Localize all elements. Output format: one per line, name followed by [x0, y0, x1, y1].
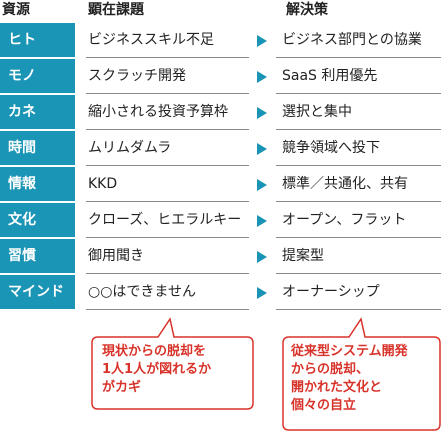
left-callout-text: 現状からの脱却を 1人1人が図れるか がカギ	[102, 344, 212, 395]
issue-cell: ○○はできません	[86, 275, 249, 310]
issue-cell: 縮小される投資予算枠	[86, 95, 249, 130]
arrow-right-icon	[257, 215, 267, 227]
arrow-right-icon	[257, 35, 267, 47]
resource-category: ヒト	[0, 23, 75, 57]
solution-cell: 提案型	[276, 239, 441, 274]
table-row: モノスクラッチ開発 SaaS 利用優先	[0, 59, 445, 95]
table-row: ヒトビジネススキル不足ビジネス部門との協業	[0, 23, 445, 59]
arrow-right-icon	[257, 287, 267, 299]
arrow-right-icon	[257, 179, 267, 191]
right-callout-text: 従来型システム開発 からの脱却、 開かれた文化と 個々の自立	[291, 344, 408, 413]
issue-cell: 御用聞き	[86, 239, 249, 274]
resource-header: 資源	[2, 2, 30, 18]
solution-cell: 選択と集中	[276, 95, 441, 130]
issue-cell: ムリムダムラ	[86, 131, 249, 166]
table-row: マインド ○○はできませんオーナーシップ	[0, 275, 445, 311]
resource-category: モノ	[0, 59, 75, 93]
resource-category: 文化	[0, 203, 75, 237]
arrow-right-icon	[257, 71, 267, 83]
table-row: 情報 KKD 標準／共通化、共有	[0, 167, 445, 203]
arrow-right-icon	[257, 143, 267, 155]
resource-category: 習慣	[0, 239, 75, 273]
issue-cell: KKD	[86, 167, 249, 202]
right-callout: 従来型システム開発 からの脱却、 開かれた文化と 個々の自立	[281, 317, 443, 433]
resource-category: マインド	[0, 275, 75, 309]
resource-category: 情報	[0, 167, 75, 201]
solution-cell: オープン、フラット	[276, 203, 441, 238]
table-row: 習慣御用聞き提案型	[0, 239, 445, 275]
table-row: 文化クローズ、ヒエラルキーオープン、フラット	[0, 203, 445, 239]
table-row: カネ縮小される投資予算枠選択と集中	[0, 95, 445, 131]
right-callout-shape	[282, 317, 441, 431]
solution-cell: 標準／共通化、共有	[276, 167, 441, 202]
arrow-right-icon	[257, 251, 267, 263]
left-callout: 現状からの脱却を 1人1人が図れるか がカギ	[90, 317, 255, 412]
solution-cell: SaaS 利用優先	[276, 59, 441, 94]
issue-header: 顕在課題	[88, 2, 144, 18]
resource-category: 時間	[0, 131, 75, 165]
solution-cell: ビジネス部門との協業	[276, 23, 441, 58]
issue-cell: スクラッチ開発	[86, 59, 249, 94]
solution-cell: 競争領域へ投下	[276, 131, 441, 166]
solution-cell: オーナーシップ	[276, 275, 441, 310]
issue-cell: ビジネススキル不足	[86, 23, 249, 58]
resource-category: カネ	[0, 95, 75, 129]
table-row: 時間ムリムダムラ競争領域へ投下	[0, 131, 445, 167]
left-callout-shape	[91, 317, 254, 410]
issue-cell: クローズ、ヒエラルキー	[86, 203, 249, 238]
arrow-right-icon	[257, 107, 267, 119]
solution-header: 解決策	[286, 2, 328, 18]
